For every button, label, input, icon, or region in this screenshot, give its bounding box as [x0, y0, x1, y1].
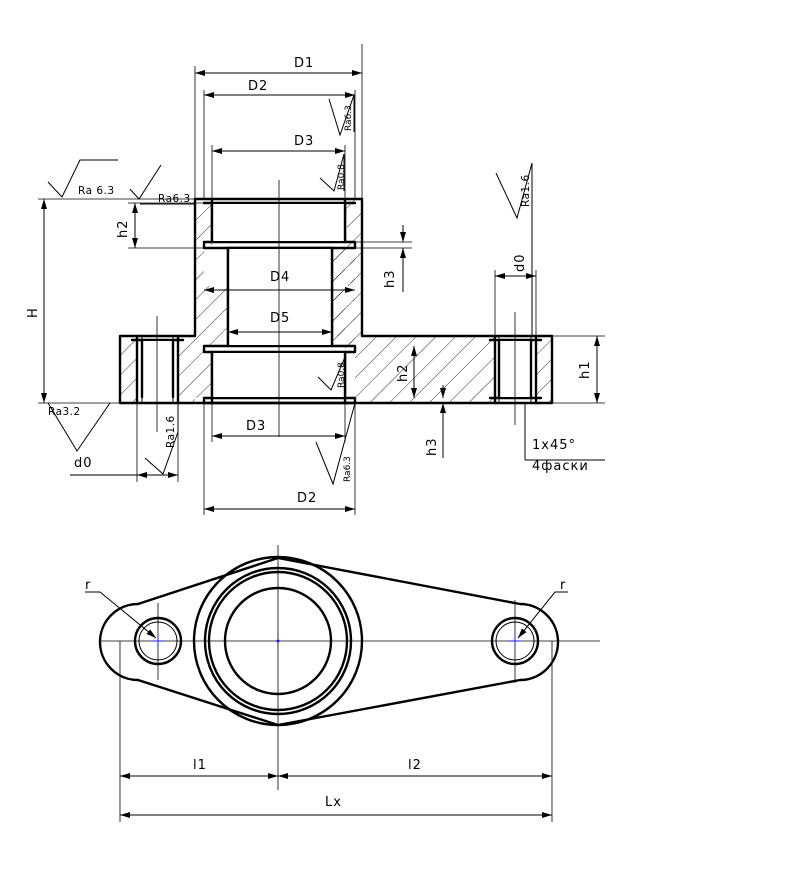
roughness-ra-1.6-bottom: Ra1.6 [144, 403, 179, 475]
ra-label-right-16: Ra1.6 [520, 174, 532, 207]
dim-h3-bottom: h3 [425, 385, 446, 458]
chamfer-note: 1x45° 4фаски [524, 403, 605, 474]
flange-outline [98, 556, 560, 727]
dim-H: H [26, 198, 195, 404]
section-centerlines [156, 180, 516, 437]
dim-label-D1: D1 [294, 56, 314, 71]
roughness-ra-6.3-left: Ra 6.3 [47, 159, 118, 198]
ra-label-bottom-63: Ra6.3 [343, 456, 353, 482]
dim-label-Lx: Lx [325, 795, 342, 810]
ra-label-left-big: Ra 6.3 [78, 185, 115, 197]
ra-label-bottom-16: Ra1.6 [165, 415, 177, 448]
dim-label-h3-top: h3 [383, 269, 398, 288]
dim-D5: D5 [228, 311, 332, 335]
ra-label-top-08: Ra0.8 [337, 164, 347, 190]
dim-D2-bottom: D2 [203, 403, 356, 515]
dim-Lx: Lx [120, 795, 552, 818]
section-view: D1 D2 D3 D4 D5 D3 [26, 44, 605, 515]
dim-label-h2-right: h2 [396, 363, 411, 382]
dim-h2-left: h2 [116, 202, 204, 249]
dim-label-h2-left: h2 [116, 219, 131, 238]
dim-h2-right: h2 [396, 346, 417, 398]
roughness-ra-1.6-right: Ra1.6 [495, 162, 533, 336]
dim-label-r-left: r [85, 578, 91, 593]
dim-h3-top: h3 [355, 225, 412, 292]
dim-label-h3-bottom: h3 [425, 437, 440, 456]
dim-label-D2-top: D2 [248, 79, 268, 94]
roughness-ra-6.3-left-small: Ra6.3 [129, 164, 195, 205]
dim-label-d0-left: d0 [74, 456, 93, 471]
dim-label-D2-bottom: D2 [297, 491, 317, 506]
dim-D2-top: D2 [203, 79, 356, 199]
dim-label-l2: l2 [408, 758, 422, 773]
dim-D3-top: D3 [211, 134, 346, 199]
dim-label-r-right: r [560, 578, 566, 593]
roughness-ra-3.2-bottom: Ra3.2 [47, 402, 111, 452]
plan-view: r r l1 l2 Lx [85, 545, 600, 822]
dim-l1-l2: l1 l2 [119, 641, 553, 822]
dim-r-left: r [85, 578, 157, 639]
dim-label-D4: D4 [270, 270, 290, 285]
plan-centerlines [100, 545, 600, 790]
dim-label-D5: D5 [270, 311, 290, 326]
dim-label-D3-bottom: D3 [246, 419, 266, 434]
dim-d0-left: d0 [70, 403, 179, 482]
dim-label-d0-right: d0 [513, 253, 528, 272]
roughness-ra-6.3-top: Ra6.3 [328, 94, 355, 137]
roughness-ra-0.8-top: Ra0.8 [319, 153, 347, 192]
ra-label-mid-08: Ra0.8 [337, 362, 347, 388]
dim-d0-right: d0 [494, 253, 537, 336]
dim-label-H: H [26, 307, 41, 318]
ra-label-left-small: Ra6.3 [158, 193, 191, 205]
dim-label-h1: h1 [578, 360, 593, 379]
dim-h1: h1 [552, 335, 605, 404]
dim-r-right: r [517, 578, 568, 639]
chamfer-count: 4фаски [532, 459, 589, 474]
chamfer-size: 1x45° [532, 438, 576, 453]
roughness-ra-6.3-bottom: Ra6.3 [315, 402, 356, 486]
dim-label-l1: l1 [193, 758, 207, 773]
dim-D3-bottom: D3 [211, 403, 346, 442]
dim-D4: D4 [204, 270, 355, 293]
ra-label-bottom-32: Ra3.2 [48, 406, 81, 418]
ra-label-top-63: Ra6.3 [344, 105, 354, 131]
dim-label-D3-top: D3 [294, 134, 314, 149]
roughness-ra-0.8-mid: Ra0.8 [317, 356, 347, 391]
dim-D1: D1 [194, 44, 363, 199]
